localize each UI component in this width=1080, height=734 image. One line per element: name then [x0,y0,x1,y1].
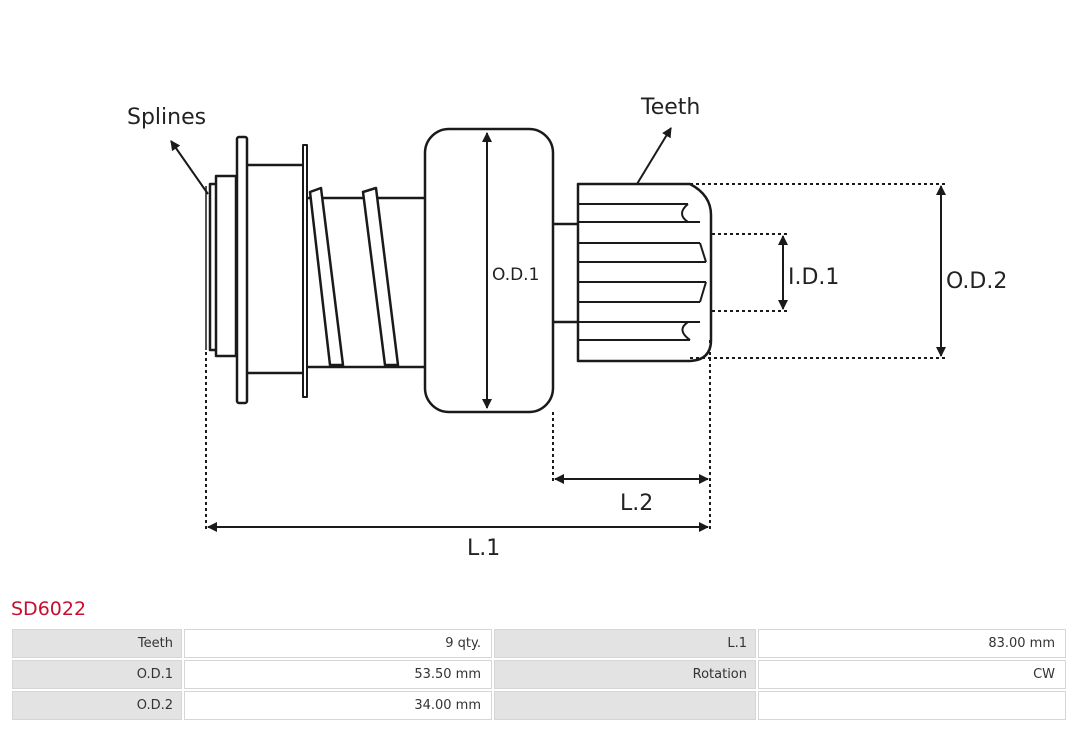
spring-shaft [307,186,425,369]
part-number: SD6022 [11,598,87,620]
teeth-label: Teeth [640,95,700,120]
dimension-labels: Splines Teeth O.D.1 O.D.2 I.D.1 L.2 L.1 [127,95,1007,561]
teeth-leader [636,127,672,185]
dimension-lines [170,127,946,532]
table-row: O.D.1 53.50 mm Rotation CW [12,660,1066,689]
spec-label: O.D.1 [12,660,182,689]
spec-value: 83.00 mm [758,629,1066,658]
spec-table: Teeth 9 qty. L.1 83.00 mm O.D.1 53.50 mm… [10,627,1068,722]
splines-label: Splines [127,105,206,130]
spec-value: 34.00 mm [184,691,492,720]
splines-leader [170,140,209,195]
table-row: O.D.2 34.00 mm [12,691,1066,720]
l2-label: L.2 [620,491,653,516]
spline-hub [205,135,308,405]
starter-drive-diagram: Splines Teeth O.D.1 O.D.2 I.D.1 L.2 L.1 [127,95,1007,561]
od1-label: O.D.1 [492,265,539,285]
spec-label: Rotation [494,660,756,689]
spec-value: CW [758,660,1066,689]
spec-value [758,691,1066,720]
od2-label: O.D.2 [946,269,1007,294]
drive-outline [205,127,713,414]
table-row: Teeth 9 qty. L.1 83.00 mm [12,629,1066,658]
pinion-gear [576,182,713,363]
spec-label: Teeth [12,629,182,658]
spec-value: 9 qty. [184,629,492,658]
spec-label: O.D.2 [12,691,182,720]
id1-label: I.D.1 [788,265,839,290]
spec-label: L.1 [494,629,756,658]
spec-label [494,691,756,720]
l1-label: L.1 [467,536,500,561]
spec-value: 53.50 mm [184,660,492,689]
